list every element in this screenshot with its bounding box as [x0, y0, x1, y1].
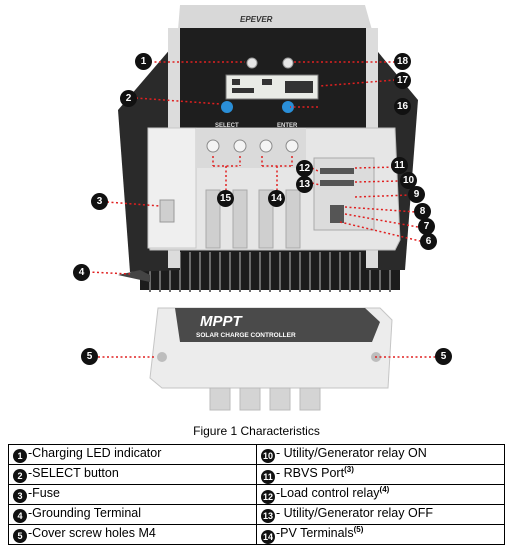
callout-3: 3: [91, 193, 108, 210]
legend-cell: 4-Grounding Terminal: [8, 504, 257, 525]
fault-led: [282, 57, 294, 69]
callout-10: 10: [400, 172, 417, 189]
callout-17: 17: [394, 72, 411, 89]
legend-cell: 3-Fuse: [8, 484, 257, 505]
callout-4: 4: [73, 264, 90, 281]
product-figure: EPEVER SELECT ENTER: [73, 5, 452, 411]
legend-cell: 14-PV Terminals(5): [256, 524, 505, 545]
legend-cell: 2-SELECT button: [8, 464, 257, 485]
housing-top: [178, 5, 372, 30]
callout-14: 14: [268, 190, 285, 207]
legend-cell: 10- Utility/Generator relay ON: [256, 444, 505, 465]
fuse-compartment: [147, 127, 197, 249]
table-row: 2-SELECT button 11- RBVS Port(3): [8, 464, 505, 485]
cover-title: MPPT: [200, 313, 244, 330]
terminal-screws: [206, 139, 299, 153]
callout-15: 15: [217, 190, 234, 207]
callout-13: 13: [296, 176, 313, 193]
legend-table: 1-Charging LED indicator 10- Utility/Gen…: [8, 444, 505, 545]
enter-button-graphic: [282, 101, 294, 113]
callout-18: 18: [394, 53, 411, 70]
legend-text: -Load control relay: [276, 486, 380, 501]
legend-number: 13: [261, 509, 275, 523]
callout-16: 16: [394, 98, 411, 115]
legend-cell: 13- Utility/Generator relay OFF: [256, 504, 505, 525]
callout-leaders: [87, 61, 435, 358]
footnote-ref: (5): [353, 525, 364, 535]
cover-cable-slots: [209, 387, 321, 411]
select-button-graphic: [221, 101, 233, 113]
table-row: 1-Charging LED indicator 10- Utility/Gen…: [8, 444, 505, 465]
legend-cell: 1-Charging LED indicator: [8, 444, 257, 465]
legend-text: - Utility/Generator relay OFF: [276, 506, 433, 520]
legend-number: 10: [261, 449, 275, 463]
legend-number: 5: [13, 529, 27, 543]
legend-cell: 5-Cover screw holes M4: [8, 524, 257, 545]
relay-ports: [320, 168, 354, 223]
callout-11: 11: [391, 157, 408, 174]
enter-label: ENTER: [277, 123, 298, 129]
table-row: 3-Fuse 12-Load control relay(4): [8, 484, 505, 505]
fuse: [159, 199, 175, 223]
legend-text: -Grounding Terminal: [28, 506, 142, 520]
legend-number: 2: [13, 469, 27, 483]
legend-text: -SELECT button: [28, 466, 119, 480]
footnote-ref: (3): [344, 465, 354, 475]
legend-text: -PV Terminals: [276, 526, 354, 541]
legend-text: -Fuse: [28, 486, 60, 500]
callout-2: 2: [120, 90, 137, 107]
legend-number: 11: [261, 469, 275, 484]
table-row: 5-Cover screw holes M4 14-PV Terminals(5…: [8, 524, 505, 545]
brand-logo: EPEVER: [240, 15, 273, 24]
select-label: SELECT: [215, 123, 239, 129]
figure-caption: Figure 1 Characteristics: [193, 424, 320, 438]
grounding-terminal: [118, 270, 150, 282]
cover-subtitle: SOLAR CHARGE CONTROLLER: [196, 332, 296, 339]
footnote-ref: (4): [379, 485, 390, 495]
legend-cell: 12-Load control relay(4): [256, 484, 505, 505]
legend-number: 1: [13, 449, 27, 463]
legend-cell: 11- RBVS Port(3): [256, 464, 505, 485]
legend-number: 4: [13, 509, 27, 523]
legend-number: 12: [261, 489, 275, 504]
table-row: 4-Grounding Terminal 13- Utility/Generat…: [8, 504, 505, 525]
cover-label-band: [175, 308, 380, 342]
callout-1: 1: [135, 53, 152, 70]
lcd-segments: [232, 79, 313, 93]
charging-led: [246, 57, 258, 69]
legend-number: 3: [13, 489, 27, 503]
callout-8: 8: [414, 203, 431, 220]
callout-7: 7: [418, 218, 435, 235]
callout-6: 6: [420, 233, 437, 250]
legend-number: 14: [261, 529, 275, 544]
legend-text: -Cover screw holes M4: [28, 526, 156, 540]
legend-text: - Utility/Generator relay ON: [276, 446, 427, 460]
callout-5-right: 5: [435, 348, 452, 365]
callout-12: 12: [296, 160, 313, 177]
controller-illustration: EPEVER SELECT ENTER: [87, 5, 435, 411]
terminal-slots: [205, 189, 301, 249]
callout-9: 9: [408, 186, 425, 203]
cover-screw-hole-left: [157, 352, 167, 362]
legend-text: -Charging LED indicator: [28, 446, 162, 460]
legend-text: - RBVS Port: [276, 466, 345, 481]
callout-5-left: 5: [81, 348, 98, 365]
